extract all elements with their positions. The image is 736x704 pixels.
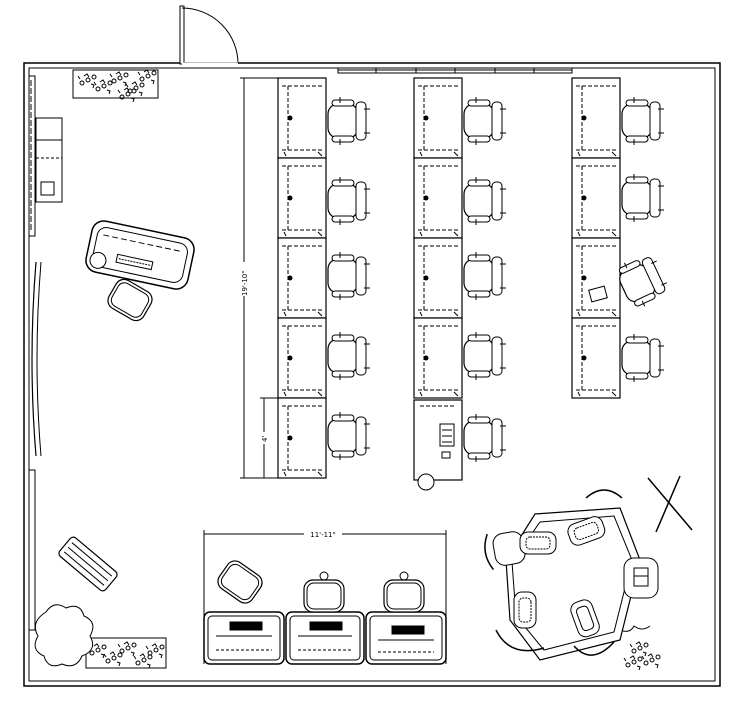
desk-block-right: [571, 77, 673, 399]
bottom-planter: [85, 637, 167, 669]
outer-wall: [23, 62, 721, 687]
dimension-vertical-bay: 4': [258, 397, 278, 478]
entry-door: [179, 5, 239, 66]
desk-block-middle: [413, 77, 507, 491]
conference-chairs: [484, 489, 659, 656]
desk-block-left: [277, 77, 371, 479]
dimension-label-horizontal: 11'-11": [310, 531, 335, 539]
bench: [58, 536, 118, 592]
top-window: [337, 67, 573, 74]
dimension-vertical-total: 19'-10": [238, 77, 278, 479]
dimension-horizontal-total: 11'-11": [203, 529, 447, 664]
dimension-label-total: 19'-10": [241, 271, 249, 296]
left-wall-cabinet: [28, 75, 36, 237]
left-wall-panel: [28, 261, 42, 631]
back-workstations: [203, 556, 447, 665]
executive-desk: [85, 220, 195, 290]
top-planter: [72, 69, 159, 103]
coat-stand: [647, 475, 693, 533]
dimension-label-bay: 4': [261, 436, 269, 442]
potted-tree: [34, 604, 94, 667]
credenza: [35, 117, 63, 203]
